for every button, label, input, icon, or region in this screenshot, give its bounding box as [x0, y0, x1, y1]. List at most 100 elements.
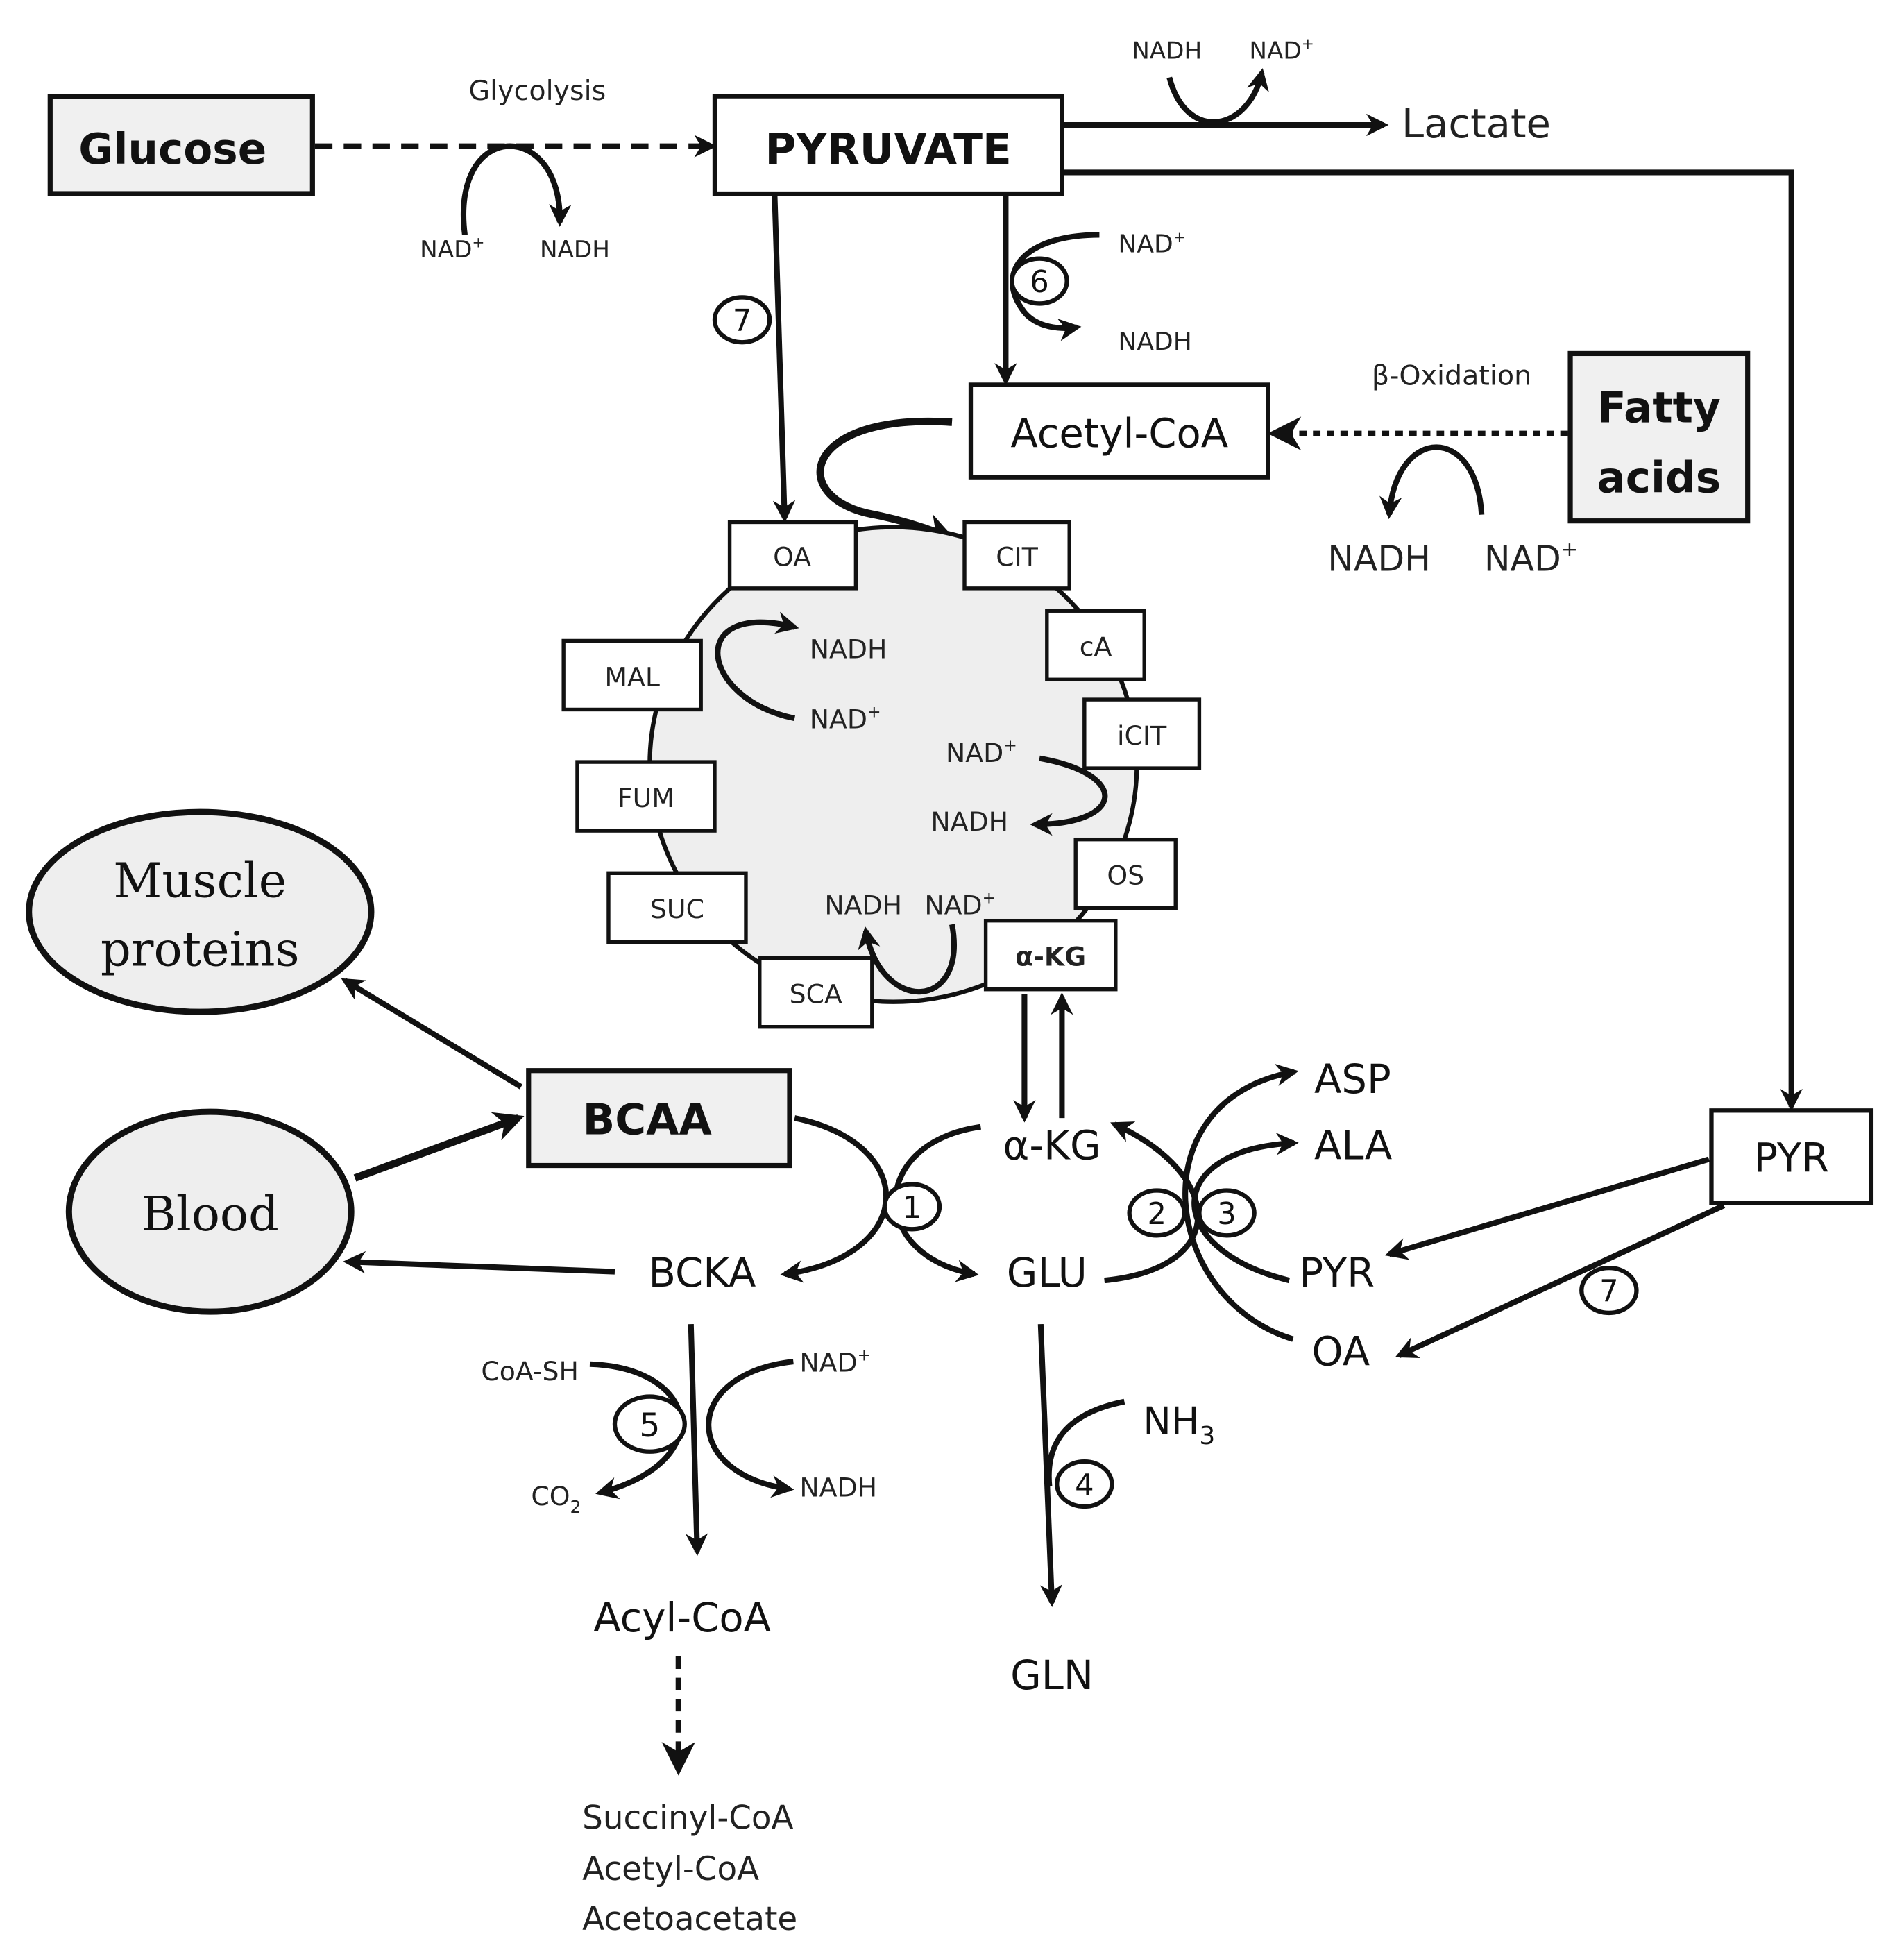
- svg-text:7: 7: [1599, 1275, 1618, 1309]
- lactate-nad: NAD+: [1249, 35, 1314, 65]
- idh-nadh: NADH: [930, 806, 1008, 837]
- mdh-cofactor-arc: [715, 611, 799, 722]
- products-list: Succinyl-CoA Acetyl-CoA Acetoacetate: [582, 1799, 797, 1938]
- mdh-nadh: NADH: [810, 634, 887, 665]
- tca-suc: SUC: [606, 871, 748, 944]
- ala-label: ALA: [1314, 1123, 1392, 1169]
- svg-text:2: 2: [1147, 1197, 1166, 1232]
- glycolysis-cofactor-arc: [461, 143, 572, 235]
- glucose-box: Glucose: [47, 94, 315, 196]
- enzyme-5: 5: [612, 1394, 687, 1454]
- bcaa-to-muscle-arrow: [341, 978, 523, 1090]
- pyr-to-ala-arc: [1191, 1133, 1299, 1284]
- bckdh-nadh: NADH: [799, 1473, 877, 1503]
- blood-label: Blood: [142, 1187, 279, 1242]
- bcka-label: BCKA: [649, 1250, 756, 1296]
- akgdh-nadh: NADH: [824, 890, 902, 921]
- fatty-acids-line1: Fatty: [1597, 383, 1721, 432]
- asp-label: ASP: [1314, 1056, 1391, 1103]
- svg-text:α-KG: α-KG: [1015, 941, 1086, 972]
- svg-text:OS: OS: [1107, 860, 1144, 890]
- acyl-coa-label: Acyl-CoA: [593, 1595, 771, 1641]
- tca-ca: cA: [1045, 609, 1146, 681]
- svg-text:3: 3: [1217, 1197, 1236, 1232]
- tca-icit: iCIT: [1082, 697, 1202, 770]
- svg-text:SUC: SUC: [650, 894, 704, 924]
- svg-text:SCA: SCA: [790, 979, 842, 1010]
- blood-to-bcaa-arrow: [353, 1112, 525, 1182]
- glycolysis-label: Glycolysis: [468, 75, 606, 107]
- pdh-cofactor-arc: [1010, 232, 1100, 341]
- mdh-nad: NAD+: [810, 702, 881, 734]
- svg-text:FUM: FUM: [618, 783, 674, 813]
- akg-label: α-KG: [1003, 1123, 1100, 1169]
- tca-sca: SCA: [758, 956, 874, 1029]
- fatty-acids-box: Fatty acids: [1567, 350, 1751, 524]
- akgdh-cofactor-arc: [858, 924, 957, 995]
- blood-oval: Blood: [65, 1108, 355, 1315]
- tca-cit: CIT: [962, 520, 1071, 591]
- muscle-proteins-line1: Muscle: [113, 854, 287, 908]
- pdh-nadh: NADH: [1118, 328, 1191, 356]
- glu-label: GLU: [1007, 1250, 1087, 1296]
- svg-text:4: 4: [1075, 1468, 1094, 1503]
- svg-text:CIT: CIT: [996, 541, 1039, 572]
- product-succinyl-coa: Succinyl-CoA: [582, 1799, 793, 1837]
- bcka-to-acylcoa-arrow: [685, 1324, 708, 1557]
- tca-mal: MAL: [561, 638, 703, 712]
- tca-akg: α-KG: [983, 918, 1118, 992]
- acetylcoa-to-cit-arrow: [816, 417, 955, 543]
- akgdh-nad: NAD+: [924, 888, 996, 920]
- svg-text:1: 1: [903, 1191, 921, 1226]
- idh-nad: NAD+: [946, 736, 1017, 768]
- beta-oxidation-label: β-Oxidation: [1372, 359, 1531, 391]
- muscle-proteins-oval: Muscle proteins: [26, 808, 375, 1015]
- pdh-nad: NAD+: [1118, 229, 1185, 258]
- pyr-label: PYR: [1299, 1250, 1375, 1296]
- product-acetyl-coa: Acetyl-CoA: [582, 1851, 759, 1888]
- enzyme-3: 3: [1197, 1188, 1257, 1238]
- glycolysis-nad: NAD+: [420, 234, 484, 263]
- glucose-label: Glucose: [78, 125, 266, 174]
- svg-text:cA: cA: [1080, 631, 1112, 662]
- nh3-label: NH3: [1143, 1400, 1215, 1450]
- beta-oxidation-nadh: NADH: [1327, 539, 1431, 579]
- lactate-nadh: NADH: [1132, 37, 1202, 65]
- fatty-acids-line2: acids: [1597, 453, 1721, 502]
- svg-text:7: 7: [733, 304, 751, 339]
- svg-text:MAL: MAL: [604, 661, 660, 692]
- enzyme-7-top: 7: [712, 295, 772, 345]
- pyruvate-to-oa-arrow: [772, 194, 796, 523]
- pyruvate-label: PYRUVATE: [765, 125, 1012, 174]
- pyrbox-to-oa-arrow: [1395, 1203, 1726, 1358]
- enzyme-1: 1: [882, 1182, 942, 1232]
- lactate-label: Lactate: [1402, 101, 1551, 147]
- muscle-proteins-line2: proteins: [101, 922, 300, 977]
- lactate-cofactor-arc: [1166, 68, 1269, 125]
- bcaa-label: BCAA: [583, 1096, 713, 1145]
- pyr-box: PYR: [1709, 1108, 1874, 1205]
- glycolysis-nadh: NADH: [540, 236, 610, 264]
- coa-sh-label: CoA-SH: [481, 1356, 579, 1387]
- tca-fum: FUM: [575, 760, 717, 833]
- enzyme-2: 2: [1127, 1188, 1187, 1238]
- tca-oa: OA: [727, 520, 858, 591]
- acetyl-coa-box: Acetyl-CoA: [968, 382, 1270, 480]
- pyruvate-to-pyr-arrow: [1063, 169, 1803, 1112]
- enzyme-4: 4: [1055, 1459, 1114, 1509]
- oa-label: OA: [1311, 1329, 1370, 1375]
- idh-cofactor-arc: [1030, 755, 1108, 836]
- svg-text:6: 6: [1030, 265, 1048, 300]
- bcaa-to-bcka-arc: [780, 1115, 890, 1283]
- beta-oxidation-cofactor-arc: [1379, 444, 1485, 520]
- acetyl-coa-label: Acetyl-CoA: [1010, 410, 1228, 457]
- co2-label: CO2: [531, 1481, 581, 1517]
- pyr-box-label: PYR: [1753, 1135, 1829, 1182]
- nh3-input-arc: [1046, 1398, 1125, 1487]
- svg-text:iCIT: iCIT: [1117, 720, 1167, 751]
- enzyme-6: 6: [1010, 256, 1069, 306]
- pyrbox-to-pyr-arrow: [1384, 1156, 1710, 1260]
- beta-oxidation-nad: NAD+: [1484, 537, 1578, 579]
- product-acetoacetate: Acetoacetate: [582, 1901, 797, 1938]
- glu-to-gln-arrow: [1037, 1323, 1063, 1608]
